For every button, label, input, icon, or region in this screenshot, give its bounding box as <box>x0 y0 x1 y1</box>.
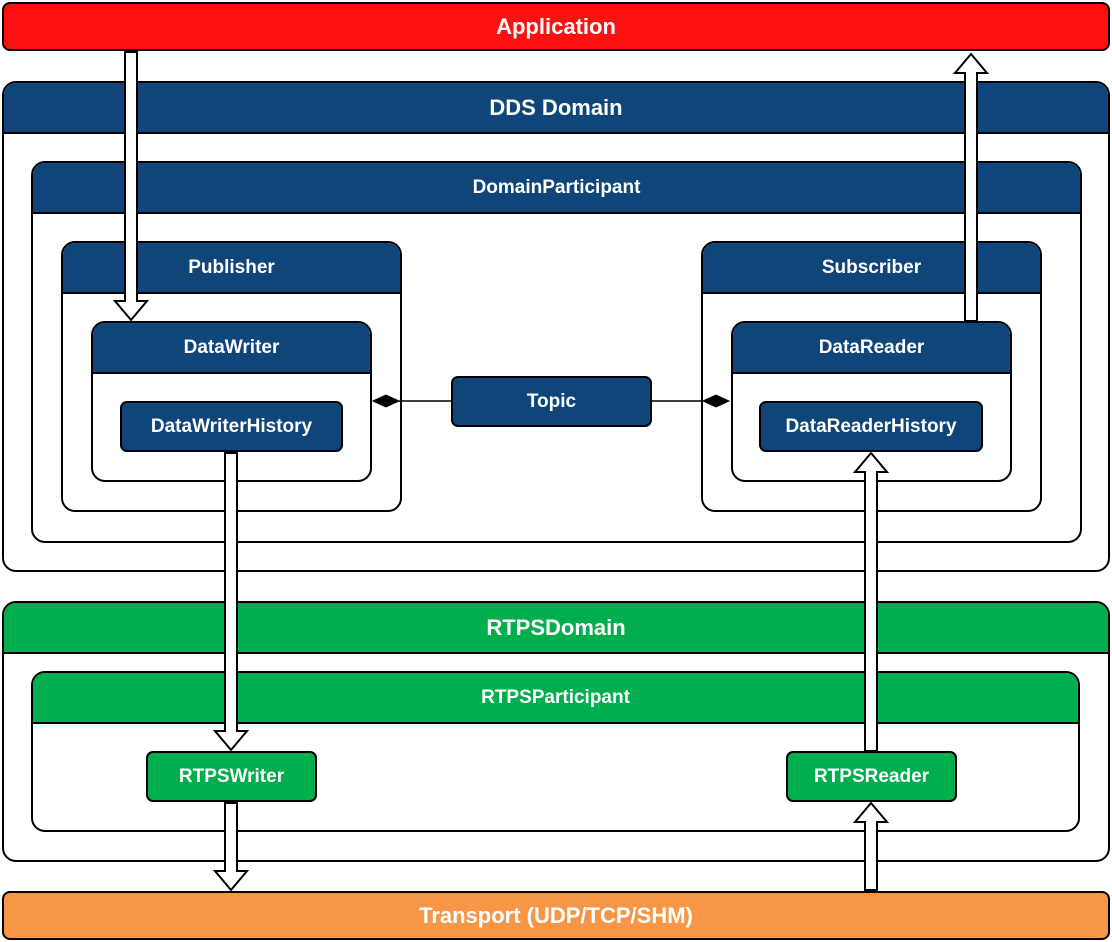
transport-layer: Transport (UDP/TCP/SHM) <box>2 891 1110 940</box>
datawriter-history-label: DataWriterHistory <box>150 415 313 437</box>
datareader-history-label: DataReaderHistory <box>785 415 957 437</box>
application-layer: Application <box>2 2 1110 51</box>
domain-participant-label: DomainParticipant <box>472 176 641 198</box>
rtps-reader: RTPSReader <box>786 751 957 802</box>
publisher-header: Publisher <box>63 243 400 294</box>
dds-domain-header: DDS Domain <box>4 83 1108 134</box>
rtps-writer: RTPSWriter <box>146 751 317 802</box>
domain-participant-header: DomainParticipant <box>33 163 1080 214</box>
rtps-domain-label: RTPSDomain <box>486 614 626 640</box>
rtps-writer-label: RTPSWriter <box>178 765 285 787</box>
transport-label: Transport (UDP/TCP/SHM) <box>419 902 693 928</box>
datareader-header: DataReader <box>733 323 1010 374</box>
topic-label: Topic <box>526 390 577 412</box>
topic: Topic <box>451 376 652 427</box>
subscriber-label: Subscriber <box>821 256 922 278</box>
dds-domain-label: DDS Domain <box>489 94 623 120</box>
rtps-participant-label: RTPSParticipant <box>481 686 630 708</box>
application-label: Application <box>496 13 616 39</box>
datawriter-header: DataWriter <box>93 323 370 374</box>
datareader-label: DataReader <box>818 336 925 358</box>
datawriter-label: DataWriter <box>183 336 280 358</box>
rtps-domain-header: RTPSDomain <box>4 603 1108 654</box>
datawriter-history: DataWriterHistory <box>120 401 343 452</box>
datareader-history: DataReaderHistory <box>759 401 983 452</box>
rtps-reader-label: RTPSReader <box>813 765 930 787</box>
subscriber-header: Subscriber <box>703 243 1040 294</box>
publisher-label: Publisher <box>188 256 275 278</box>
rtps-participant-header: RTPSParticipant <box>33 673 1078 724</box>
